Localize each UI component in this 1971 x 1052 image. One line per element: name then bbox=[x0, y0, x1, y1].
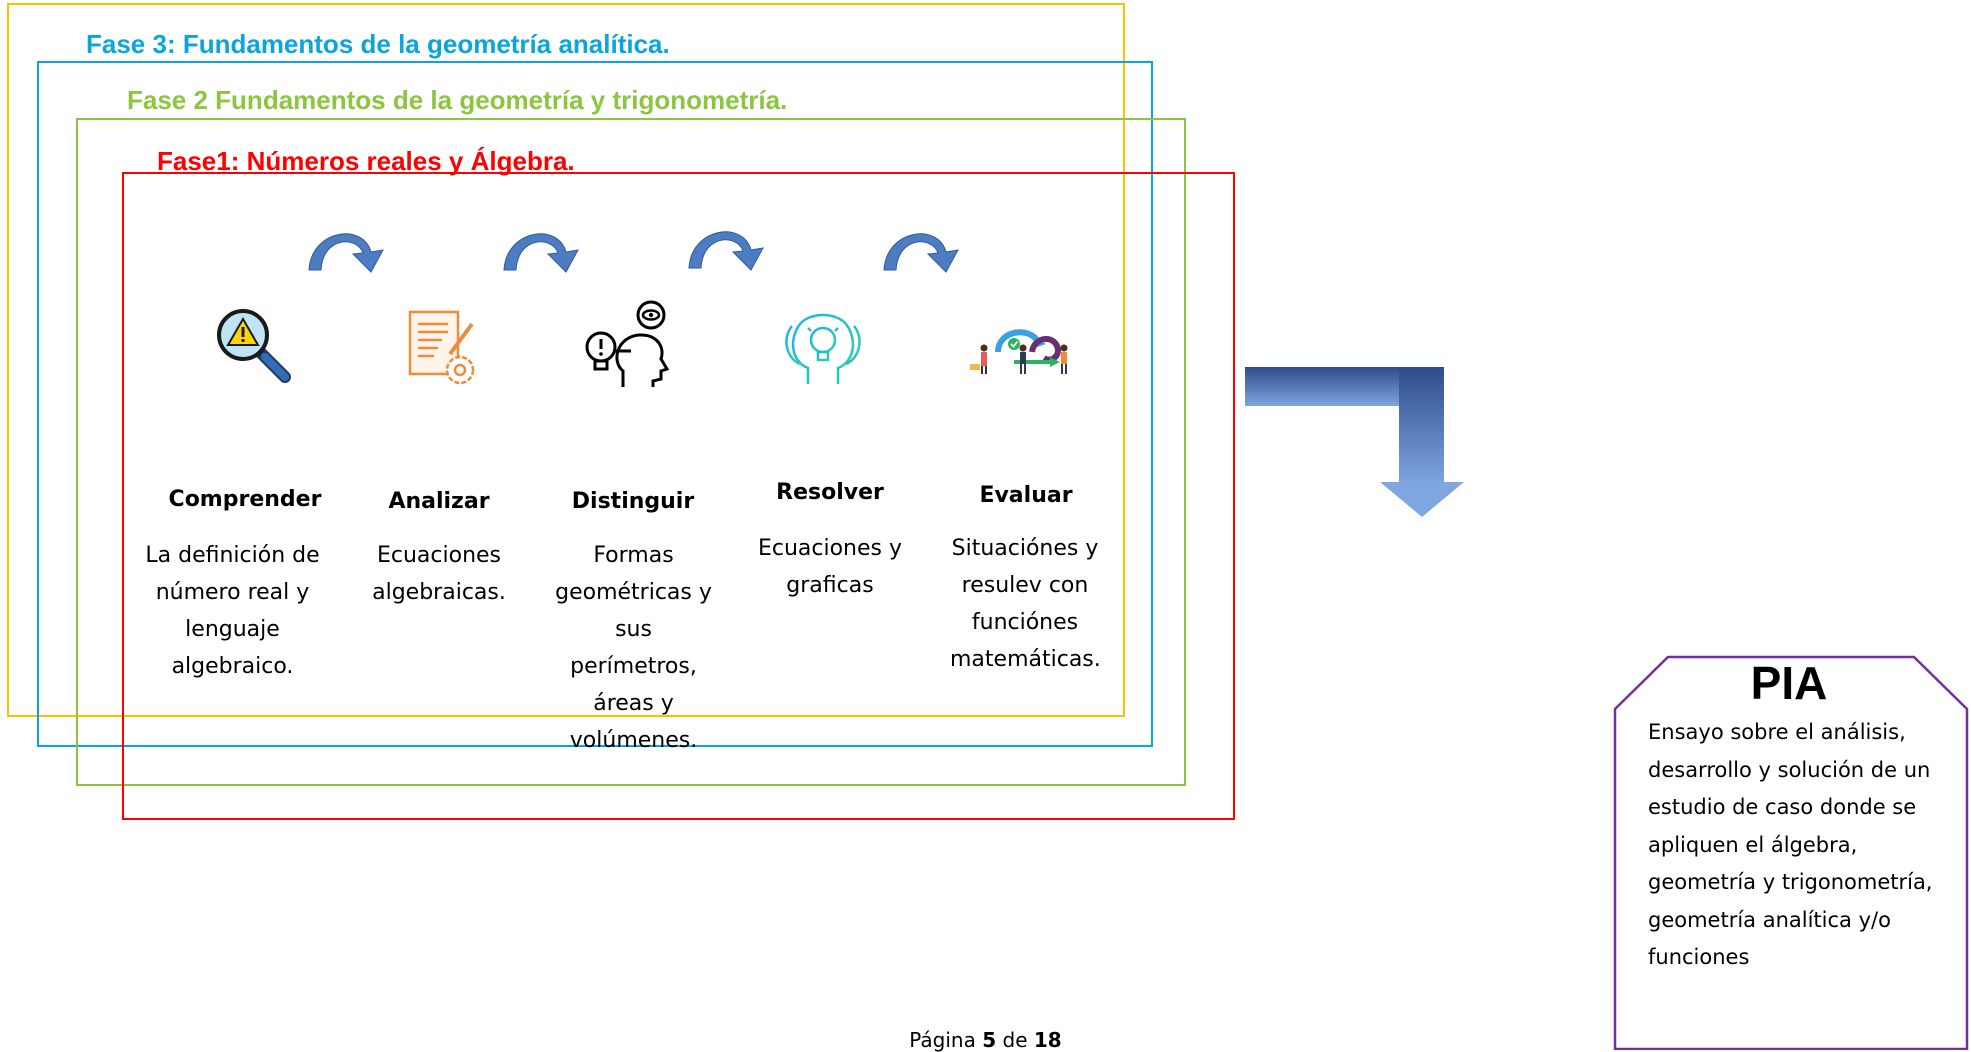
pia-description: Ensayo sobre el análisis, desarrollo y s… bbox=[1648, 720, 1933, 969]
phase3-frame bbox=[37, 61, 1153, 747]
step-label-evaluar: Evaluar bbox=[979, 483, 1073, 508]
step-label-analizar: Analizar bbox=[388, 489, 490, 514]
curved-arrow-icon bbox=[688, 231, 764, 271]
step-label-distinguir: Distinguir bbox=[571, 489, 695, 514]
step-description-distinguir: Formas geométricas y sus perímetros, áre… bbox=[555, 543, 712, 753]
head-thinking-icon bbox=[585, 300, 670, 387]
footer-middle: de bbox=[996, 1028, 1034, 1052]
curved-arrow-icon bbox=[503, 233, 579, 273]
step-label-resolver: Resolver bbox=[776, 480, 884, 505]
step-description-evaluar: Situaciónes y resulev con funciónes mate… bbox=[950, 536, 1101, 672]
footer-prefix: Página bbox=[909, 1028, 983, 1052]
lightbulb-heads-icon bbox=[785, 313, 861, 384]
phase3-title: Fase 3: Fundamentos de la geometría anal… bbox=[86, 29, 670, 59]
l-arrow-icon bbox=[1245, 367, 1464, 517]
pia-title: PIA bbox=[1750, 657, 1828, 709]
team-cycle-icon bbox=[970, 329, 1068, 374]
pia-box-frame bbox=[1613, 655, 1969, 1050]
step-description-analizar: Ecuaciones algebraicas. bbox=[372, 543, 506, 605]
curved-arrow-icon bbox=[883, 233, 959, 273]
curved-arrow-icon bbox=[308, 233, 384, 273]
phase2-title: Fase 2 Fundamentos de la geometría y tri… bbox=[127, 85, 788, 115]
phase3-outer-frame bbox=[7, 3, 1125, 717]
footer-page-number: 5 bbox=[982, 1028, 997, 1052]
footer-page-total: 18 bbox=[1033, 1028, 1062, 1052]
step-description-resolver: Ecuaciones y graficas bbox=[757, 536, 903, 598]
phase1-title: Fase1: Números reales y Álgebra. bbox=[157, 146, 575, 176]
step-label-comprender: Comprender bbox=[168, 487, 322, 512]
step-description-comprender: La definición de número real y lenguaje … bbox=[145, 543, 320, 679]
search-warning-icon bbox=[217, 309, 291, 383]
document-gear-icon bbox=[408, 310, 475, 385]
phase2-frame bbox=[76, 118, 1186, 786]
phase1-frame bbox=[122, 172, 1235, 820]
page-footer: Página 5 de 18 bbox=[0, 1028, 1971, 1052]
